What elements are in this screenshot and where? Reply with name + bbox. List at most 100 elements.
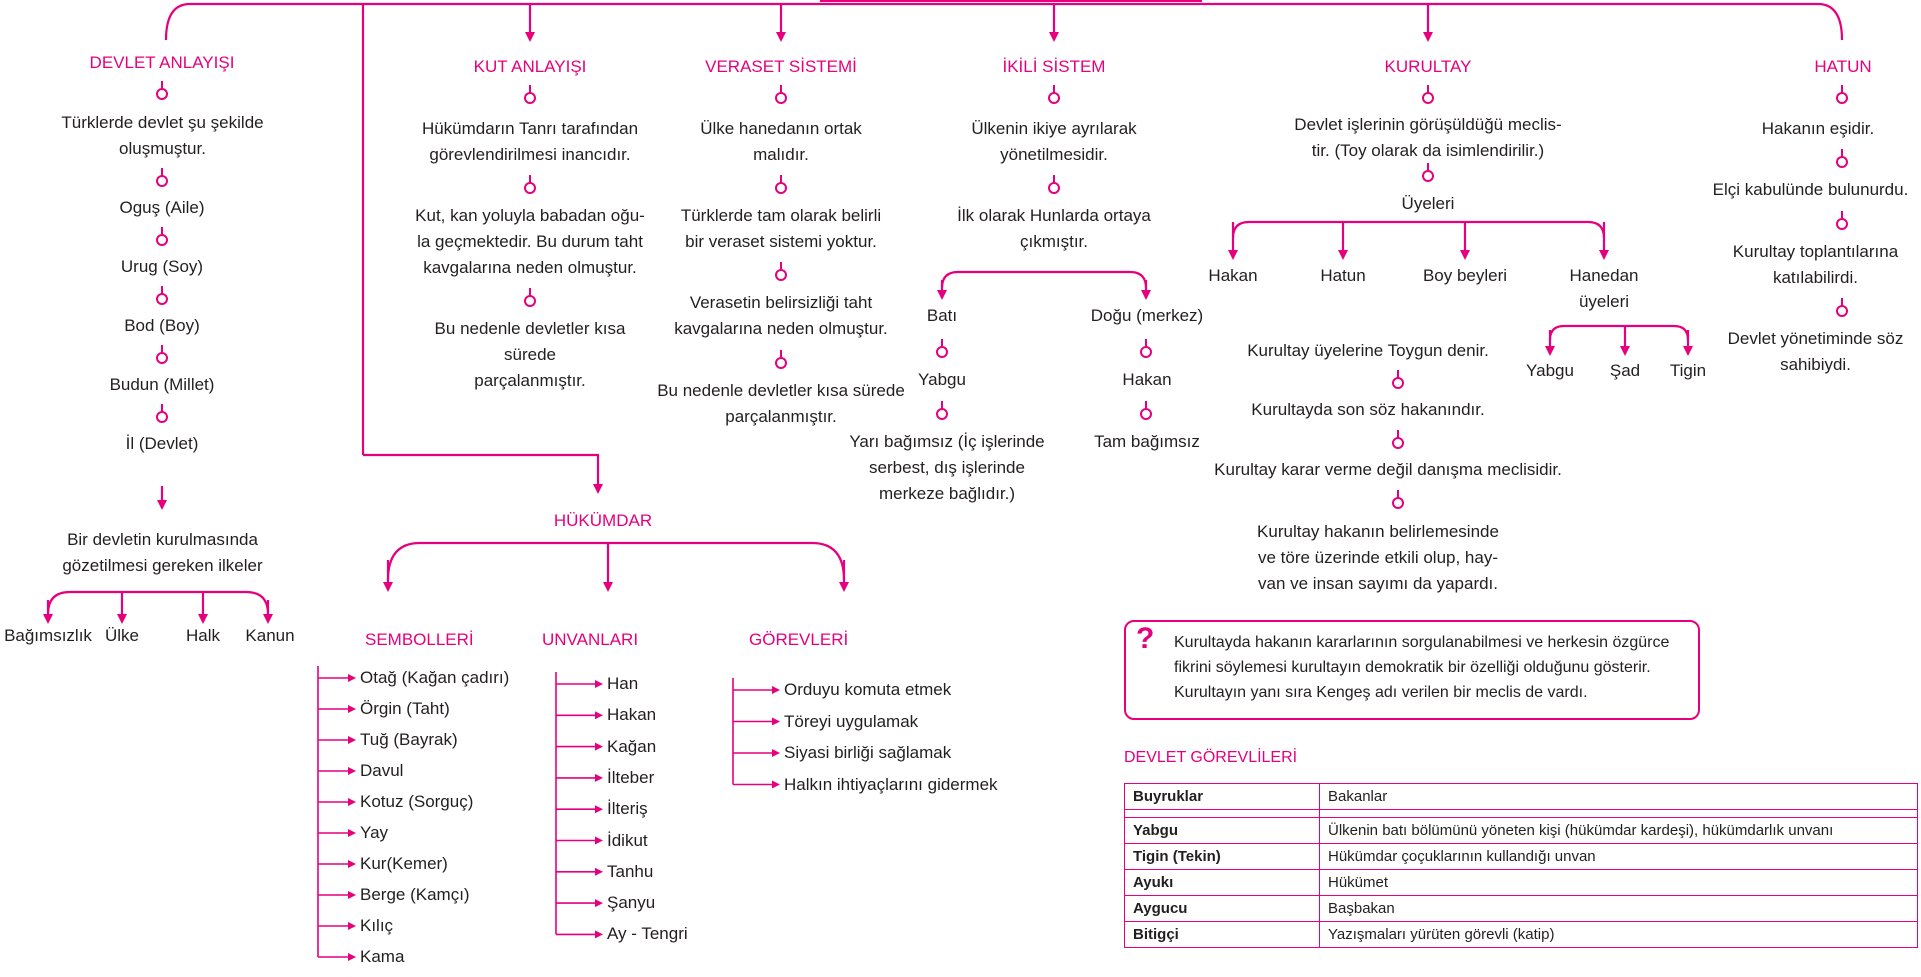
connector-bullet — [775, 92, 787, 104]
kut-item2-line2: la geçmektedir. Bu durum taht — [417, 232, 643, 251]
duties-title: GÖREVLERİ — [749, 630, 849, 649]
title-item: İlteber — [607, 767, 655, 787]
official-title: Tigin (Tekin) — [1124, 843, 1320, 870]
ikili-east-label: Doğu (merkez) — [1090, 306, 1204, 325]
principles-title-line2: gözetilmesi gereken ilkeler — [62, 556, 263, 575]
connector-bullet — [156, 293, 168, 305]
member-uyeleri: üyeleri — [1578, 292, 1630, 311]
connector-bullet — [1392, 497, 1404, 509]
veraset-item3-line1: Verasetin belirsizliği taht — [689, 293, 873, 312]
kurultay-fact3: Kurultay karar verme değil danışma mecli… — [1214, 460, 1562, 479]
hatun-item3-line2: katılabilirdi. — [1772, 268, 1859, 287]
dynasty-sad: Şad — [1609, 361, 1641, 380]
title-item: Ay - Tengri — [607, 924, 688, 944]
symbol-item: Kama — [360, 947, 405, 966]
title-item: Han — [607, 674, 639, 693]
ikili-west-ruler: Yabgu — [918, 370, 966, 389]
title-item: Kağan — [607, 736, 657, 756]
hatun-item1: Hakanın eşidir. — [1761, 119, 1875, 138]
title-item: Hakan — [607, 705, 657, 725]
official-desc: Başbakan — [1319, 895, 1918, 922]
title-item: Şanyu — [607, 893, 656, 913]
symbol-item: Berge (Kamçı) — [360, 885, 470, 904]
kurultay-fact1: Kurultay üyelerine Toygun denir. — [1247, 341, 1489, 360]
member-hatun: Hatun — [1320, 266, 1366, 285]
symbol-item: Tuğ (Bayrak) — [360, 730, 458, 749]
official-title: Aygucu — [1124, 895, 1320, 922]
principle-kanun: Kanun — [245, 626, 295, 645]
connector-bullet — [775, 357, 787, 369]
official-desc: Hükümet — [1319, 869, 1918, 896]
question-mark-icon: ? — [1136, 622, 1155, 655]
hatun-title: HATUN — [1814, 57, 1872, 76]
dynasty-tigin: Tigin — [1669, 361, 1707, 380]
connector-bullet — [524, 182, 536, 194]
ikili-item1-line2: yönetilmesidir. — [1000, 145, 1108, 164]
title-item: İdikut — [607, 830, 648, 850]
hatun-item3-line1: Kurultay toplantılarına — [1732, 242, 1899, 261]
kurultay-fact4-line2: ve töre üzerinde etkili olup, hay- — [1257, 548, 1499, 567]
titles-title: UNVANLARI — [542, 630, 639, 649]
chain-millet: Budun (Millet) — [109, 375, 215, 394]
official-title: Buyruklar — [1124, 783, 1320, 810]
kut-item3-line3: parçalanmıştır. — [474, 371, 586, 390]
devlet-anlayisi-title: DEVLET ANLAYIŞI — [89, 53, 235, 72]
kut-item3-line2: sürede — [504, 345, 556, 364]
ikili-east-status: Tam bağımsız — [1094, 432, 1200, 451]
official-desc: Yazışmaları yürüten görevli (katip) — [1319, 921, 1918, 948]
ikili-west-label: Batı — [926, 306, 958, 325]
ikili-west-status-line3: merkeze bağlıdır.) — [878, 484, 1016, 503]
connector-bullet — [1836, 218, 1848, 230]
devlet-intro-line2: oluşmuştur. — [119, 139, 206, 158]
kut-item1-line2: görevlendirilmesi inancıdır. — [429, 145, 631, 164]
devlet-intro-line1: Türklerde devlet şu şekilde — [61, 113, 264, 132]
ikili-title: İKİLİ SİSTEM — [1002, 57, 1106, 76]
connector-bullet — [1392, 377, 1404, 389]
symbol-item: Yay — [360, 823, 389, 842]
ikili-west-status-line2: serbest, dış işlerinde — [869, 458, 1025, 477]
connector-bullet — [775, 269, 787, 281]
ikili-east-ruler: Hakan — [1122, 370, 1172, 389]
kut-item2-line1: Kut, kan yoluyla babadan oğu- — [415, 206, 645, 225]
kurultay-def-line1: Devlet işlerinin görüşüldüğü meclis- — [1294, 115, 1562, 134]
official-desc: Ülkenin batı bölümünü yöneten kişi (hükü… — [1319, 817, 1918, 844]
symbols-title: SEMBOLLERİ — [365, 630, 474, 649]
official-desc: Bakanlar — [1319, 783, 1918, 810]
officials-title: DEVLET GÖREVLİLERİ — [1124, 749, 1298, 766]
hukumdar-title: HÜKÜMDAR — [553, 511, 653, 530]
veraset-item4-line1: Bu nedenle devletler kısa sürede — [657, 381, 905, 400]
connector-bullet — [1048, 92, 1060, 104]
title-item: Tanhu — [607, 861, 654, 881]
connector-bullet — [1422, 92, 1434, 104]
symbol-item: Kur(Kemer) — [360, 854, 448, 873]
table-spacer — [1124, 809, 1918, 818]
kut-item2-line3: kavgalarına neden olmuştur. — [423, 258, 637, 277]
kut-item1-line1: Hükümdarın Tanrı tarafından — [421, 119, 639, 138]
connector-bullet — [156, 175, 168, 187]
connector-bullet — [156, 352, 168, 364]
veraset-item1-line1: Ülke hanedanın ortak — [700, 119, 862, 138]
connector-bullet — [1140, 346, 1152, 358]
principle-bagimsizlik: Bağımsızlık — [4, 626, 92, 645]
symbol-item: Kılıç — [360, 916, 394, 935]
duty-item: Siyasi birliği sağlamak — [784, 743, 952, 762]
veraset-item3-line2: kavgalarına neden olmuştur. — [674, 319, 888, 338]
connector-bullet — [1048, 182, 1060, 194]
veraset-item4-line2: parçalanmıştır. — [725, 407, 837, 426]
title-item: İlteriş — [607, 799, 648, 819]
duty-item: Orduyu komuta etmek — [784, 680, 952, 699]
kurultay-fact2: Kurultayda son söz hakanındır. — [1251, 400, 1485, 419]
principle-ulke: Ülke — [104, 626, 139, 645]
veraset-title: VERASET SİSTEMİ — [705, 57, 857, 76]
kut-item3-line1: Bu nedenle devletler kısa — [434, 319, 626, 338]
chain-aile: Oguş (Aile) — [119, 198, 205, 217]
connector-bullet — [1836, 305, 1848, 317]
member-boy-beyleri: Boy beyleri — [1422, 266, 1508, 285]
connector-bullet — [156, 411, 168, 423]
connector-bullet — [936, 346, 948, 358]
